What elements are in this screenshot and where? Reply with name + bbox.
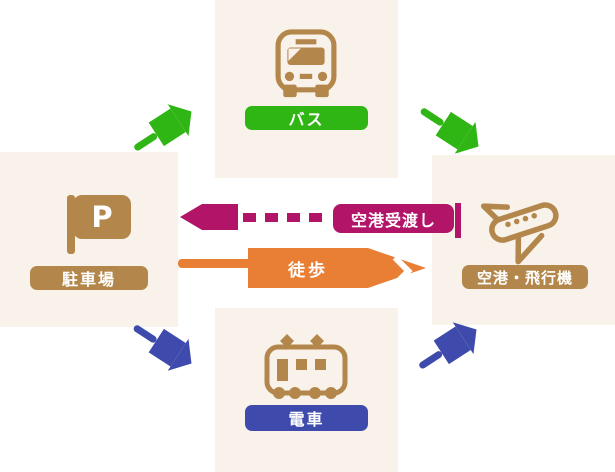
walk-arrow: 徒歩 bbox=[178, 248, 428, 288]
parking-sign-letter: P bbox=[73, 195, 131, 239]
arrow-tail bbox=[132, 131, 159, 152]
arrow-head bbox=[368, 248, 426, 288]
parking-icon: P bbox=[67, 195, 133, 255]
train-icon bbox=[264, 332, 348, 408]
arrow-line bbox=[178, 259, 254, 268]
bus-to-airport-arrow bbox=[411, 94, 489, 163]
train-panel: 電車 bbox=[215, 308, 398, 472]
train-label: 電車 bbox=[245, 405, 368, 431]
walk-label: 徒歩 bbox=[248, 248, 368, 288]
airplane-icon bbox=[478, 177, 570, 273]
arrow-head bbox=[180, 204, 202, 230]
airport-panel: 空港・飛行機 bbox=[432, 155, 615, 325]
arrow-endbar bbox=[455, 203, 461, 238]
airport-label: 空港・飛行機 bbox=[462, 265, 588, 289]
parking-sign-pole bbox=[67, 195, 75, 254]
parking-label: 駐車場 bbox=[30, 266, 148, 290]
bus-icon bbox=[275, 28, 337, 104]
parking-panel: P 駐車場 bbox=[0, 152, 178, 327]
arrow-body bbox=[202, 204, 238, 230]
airport-handover-label: 空港受渡し bbox=[333, 204, 454, 233]
arrow-tail bbox=[417, 349, 444, 370]
arrow-tail bbox=[419, 106, 446, 127]
airport-handover-arrow: 空港受渡し bbox=[180, 203, 462, 241]
arrow-dashes bbox=[243, 213, 331, 222]
bus-panel: バス bbox=[215, 0, 398, 178]
arrow-tail bbox=[132, 323, 159, 344]
bus-label: バス bbox=[245, 106, 368, 130]
